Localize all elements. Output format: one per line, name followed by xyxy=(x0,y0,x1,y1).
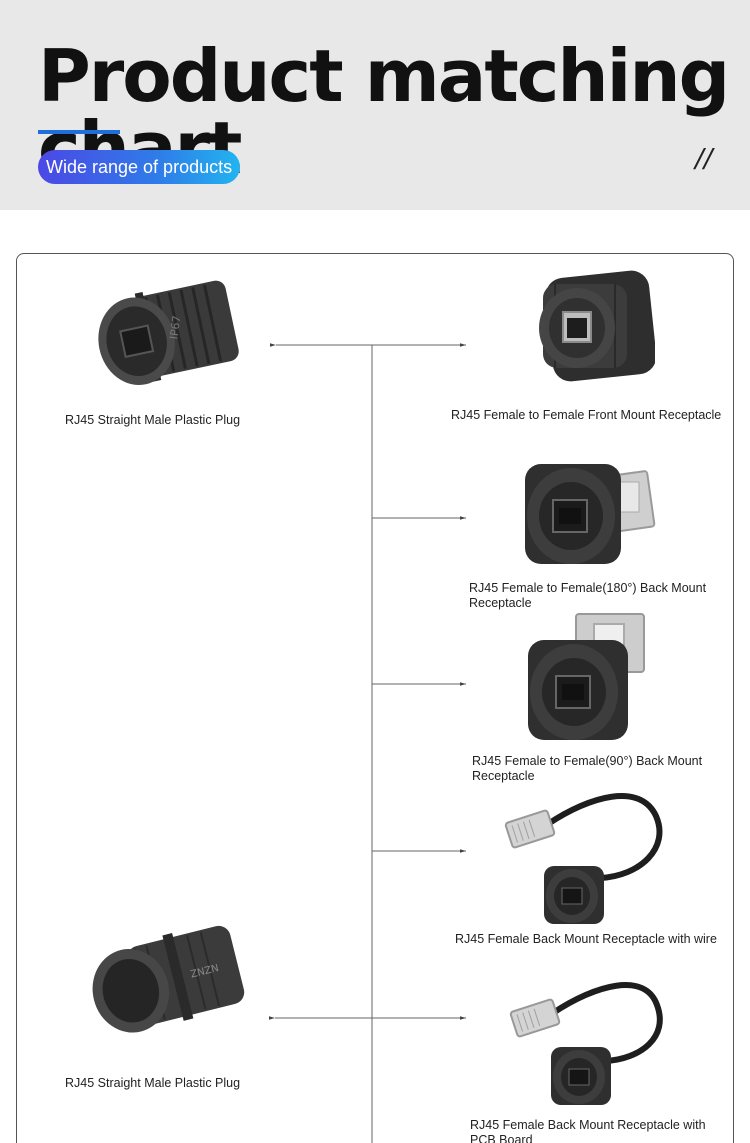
plug-1-label: RJ45 Straight Male Plastic Plug xyxy=(65,413,241,427)
back-mount-180-receptacle-image xyxy=(525,464,656,564)
decorative-slashes: // xyxy=(695,144,713,174)
straight-male-plug-image: IP67 xyxy=(98,280,239,385)
back-mount-90-receptacle-image xyxy=(528,613,645,740)
receptacle-3-label: RJ45 Female to Female(90°) Back Mount Re… xyxy=(472,754,703,783)
back-mount-wire-receptacle-image xyxy=(504,793,663,924)
title-underline xyxy=(38,130,120,134)
category-badge: Wide range of products xyxy=(38,150,241,184)
receptacle-1-label: RJ45 Female to Female Front Mount Recept… xyxy=(451,408,722,422)
plug-2-label: RJ45 Straight Male Plastic Plug xyxy=(65,1076,241,1090)
receptacle-2-label: RJ45 Female to Female(180°) Back Mount R… xyxy=(469,581,707,610)
front-mount-receptacle-image xyxy=(539,270,655,382)
header-banner: Product matching chart Wide range of pro… xyxy=(0,0,750,210)
receptacle-5-label: RJ45 Female Back Mount Receptacle with P… xyxy=(470,1118,706,1143)
straight-male-plug-2-image: ZNZN xyxy=(92,925,245,1033)
back-mount-pcb-receptacle-image xyxy=(509,982,663,1105)
receptacle-4-label: RJ45 Female Back Mount Receptacle with w… xyxy=(455,932,717,946)
page-title: Product matching chart xyxy=(38,34,730,190)
svg-text:IP67: IP67 xyxy=(167,315,183,340)
